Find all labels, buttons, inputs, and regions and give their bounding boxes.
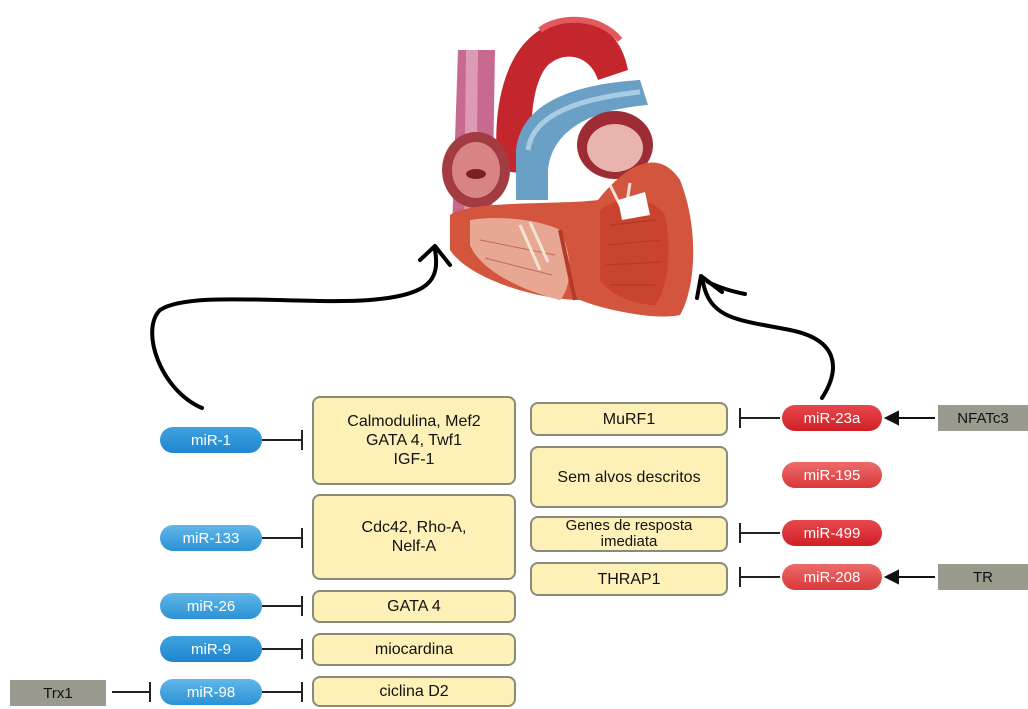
target-text: Genes de resposta bbox=[566, 518, 693, 534]
target-text: miocardina bbox=[375, 640, 453, 659]
target-text: Cdc42, Rho-A, bbox=[362, 518, 467, 537]
target-box-mir-98: ciclina D2 bbox=[312, 676, 516, 707]
mirna-mir-9: miR-9 bbox=[160, 636, 262, 662]
mirna-mir-195: miR-195 bbox=[782, 462, 882, 488]
right-inhibition-lines bbox=[740, 408, 780, 587]
target-box-mir-23a: MuRF1 bbox=[530, 402, 728, 436]
target-text: Sem alvos descritos bbox=[557, 468, 700, 487]
target-text: MuRF1 bbox=[603, 410, 655, 429]
mirna-mir-499: miR-499 bbox=[782, 520, 882, 546]
target-box-mir-1: Calmodulina, Mef2 GATA 4, Twf1 IGF-1 bbox=[312, 396, 516, 485]
target-text: GATA 4, Twf1 bbox=[347, 431, 480, 450]
mirna-mir-26: miR-26 bbox=[160, 593, 262, 619]
target-box-mir-499: Genes de resposta imediata bbox=[530, 516, 728, 552]
target-box-mir-208: THRAP1 bbox=[530, 562, 728, 596]
target-text: IGF-1 bbox=[347, 450, 480, 469]
mirna-mir-23a: miR-23a bbox=[782, 405, 882, 431]
right-curved-arrow bbox=[703, 282, 833, 398]
regulator-tr: TR bbox=[938, 564, 1028, 590]
left-curved-arrow bbox=[152, 250, 436, 408]
target-box-mir-195: Sem alvos descritos bbox=[530, 446, 728, 508]
mirna-mir-1: miR-1 bbox=[160, 427, 262, 453]
target-box-mir-9: miocardina bbox=[312, 633, 516, 666]
mirna-mir-133: miR-133 bbox=[160, 525, 262, 551]
target-text: THRAP1 bbox=[597, 570, 660, 589]
target-text: ciclina D2 bbox=[379, 682, 448, 701]
target-text: GATA 4 bbox=[387, 597, 441, 616]
target-text: Nelf-A bbox=[362, 537, 467, 556]
target-box-mir-133: Cdc42, Rho-A, Nelf-A bbox=[312, 494, 516, 580]
regulator-trx1: Trx1 bbox=[10, 680, 106, 706]
mirna-mir-98: miR-98 bbox=[160, 679, 262, 705]
target-text: Calmodulina, Mef2 bbox=[347, 412, 480, 431]
heart-illustration bbox=[442, 19, 693, 316]
regulator-nfatc3: NFATc3 bbox=[938, 405, 1028, 431]
activation-arrows bbox=[886, 412, 935, 583]
target-box-mir-26: GATA 4 bbox=[312, 590, 516, 623]
target-text: imediata bbox=[566, 534, 693, 550]
mirna-mir-208: miR-208 bbox=[782, 564, 882, 590]
